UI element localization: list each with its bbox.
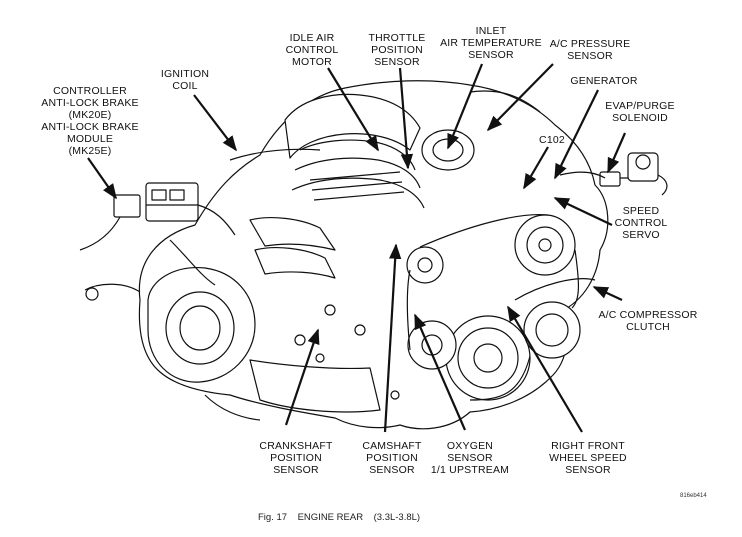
label-crankshaft-position-sensor: CRANKSHAFT POSITION SENSOR — [259, 440, 333, 476]
leader-lines — [87, 63, 627, 433]
engine-illustration — [79, 80, 668, 430]
label-throttle-position-sensor: THROTTLE POSITION SENSOR — [368, 32, 426, 68]
figure-code: 816eb414 — [680, 493, 707, 499]
label-ignition-coil: IGNITION COIL — [160, 68, 210, 92]
label-c102: C102 — [539, 134, 565, 146]
label-evap-purge-solenoid: EVAP/PURGE SOLENOID — [605, 100, 675, 124]
label-speed-control-servo: SPEED CONTROL SERVO — [614, 205, 668, 241]
figure-caption: Fig. 17 ENGINE REAR (3.3L-3.8L) — [258, 512, 421, 523]
label-inlet-air-temperature-sensor: INLET AIR TEMPERATURE SENSOR — [440, 25, 542, 61]
label-camshaft-position-sensor: CAMSHAFT POSITION SENSOR — [362, 440, 422, 476]
label-ac-compressor-clutch: A/C COMPRESSOR CLUTCH — [598, 309, 698, 333]
label-idle-air-control-motor: IDLE AIR CONTROL MOTOR — [285, 32, 339, 68]
label-generator: GENERATOR — [570, 75, 638, 87]
label-abs-controller: CONTROLLER ANTI-LOCK BRAKE (MK20E) ANTI-… — [41, 85, 139, 157]
label-right-front-wheel-speed-sensor: RIGHT FRONT WHEEL SPEED SENSOR — [549, 440, 627, 476]
label-oxygen-sensor: OXYGEN SENSOR 1/1 UPSTREAM — [430, 440, 510, 476]
label-ac-pressure-sensor: A/C PRESSURE SENSOR — [549, 38, 631, 62]
